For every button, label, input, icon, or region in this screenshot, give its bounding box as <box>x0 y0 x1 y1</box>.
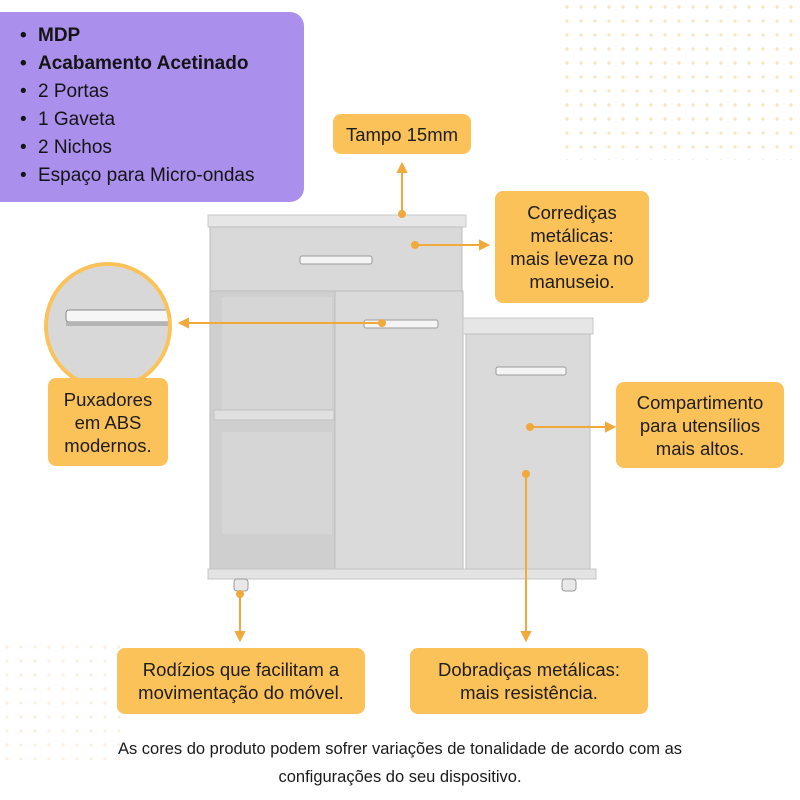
callout-rodizios: Rodízios que facilitam a movimentação do… <box>117 648 365 714</box>
feature-portas: 2 Portas <box>20 78 290 106</box>
callout-dobradicas: Dobradiças metálicas: mais resistência. <box>410 648 648 714</box>
callout-compartimento: Compartimento para utensílios mais altos… <box>616 382 784 468</box>
callout-tampo: Tampo 15mm <box>333 114 471 154</box>
feature-gaveta: 1 Gaveta <box>20 106 290 134</box>
decorative-dots-bottom <box>0 640 120 760</box>
feature-mdp: MDP <box>20 22 290 50</box>
handle-detail-zoom <box>44 262 172 390</box>
feature-list-panel: MDP Acabamento Acetinado 2 Portas 1 Gave… <box>0 12 304 202</box>
decorative-dots-top <box>560 0 800 160</box>
color-disclaimer: As cores do produto podem sofrer variaçõ… <box>117 740 683 786</box>
callout-corredicas: Corrediças metálicas: mais leveza no man… <box>495 191 649 303</box>
handle-detail-icon <box>48 266 168 386</box>
feature-acabamento: Acabamento Acetinado <box>20 50 290 78</box>
callout-puxadores: Puxadores em ABS modernos. <box>48 378 168 466</box>
feature-nichos: 2 Nichos <box>20 134 290 162</box>
feature-microondas: Espaço para Micro-ondas <box>20 162 290 190</box>
